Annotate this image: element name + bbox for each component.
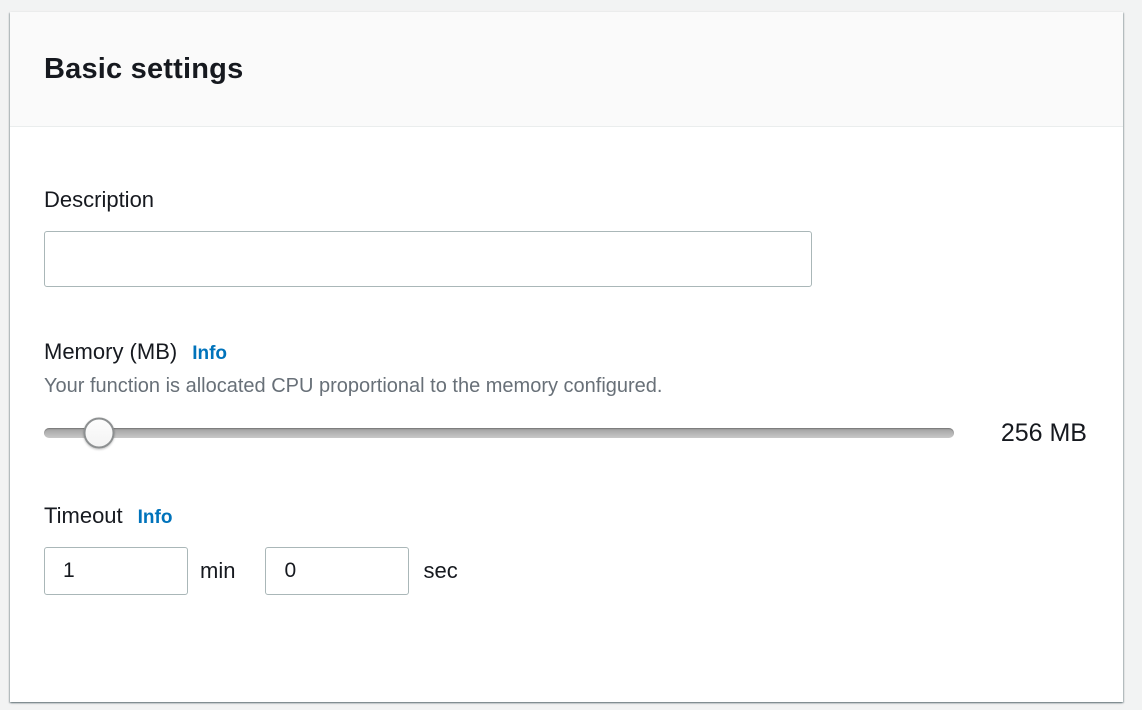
memory-field-group: Memory (MB) Info Your function is alloca… [44, 337, 1089, 453]
timeout-seconds-input[interactable] [265, 547, 410, 595]
timeout-info-link[interactable]: Info [137, 507, 173, 528]
description-input[interactable] [44, 231, 812, 287]
timeout-seconds-unit: sec [423, 558, 458, 583]
memory-info-link[interactable]: Info [192, 343, 228, 364]
timeout-minutes-input[interactable] [44, 547, 188, 595]
timeout-minutes-unit: min [200, 558, 236, 583]
memory-value: 256 MB [1000, 418, 1087, 447]
memory-slider[interactable] [44, 413, 954, 453]
memory-slider-handle[interactable] [83, 417, 115, 449]
memory-slider-track[interactable] [44, 428, 954, 438]
description-field-group: Description [44, 185, 1089, 287]
panel-title: Basic settings [44, 52, 244, 85]
memory-slider-row: 256 MB [44, 413, 1089, 453]
basic-settings-panel: Basic settings Description Memory (MB) I… [10, 12, 1123, 702]
description-label: Description [44, 187, 155, 212]
timeout-field-group: Timeout Info min sec [44, 501, 1089, 595]
timeout-label-row: Timeout Info [44, 501, 1089, 531]
memory-label-row: Memory (MB) Info [44, 337, 1089, 367]
panel-header: Basic settings [10, 12, 1123, 127]
panel-body: Description Memory (MB) Info Your functi… [10, 127, 1123, 702]
memory-label: Memory (MB) [44, 339, 178, 364]
memory-helper-text: Your function is allocated CPU proportio… [44, 375, 663, 397]
timeout-inputs-row: min sec [44, 547, 1089, 595]
timeout-label: Timeout [44, 503, 123, 528]
